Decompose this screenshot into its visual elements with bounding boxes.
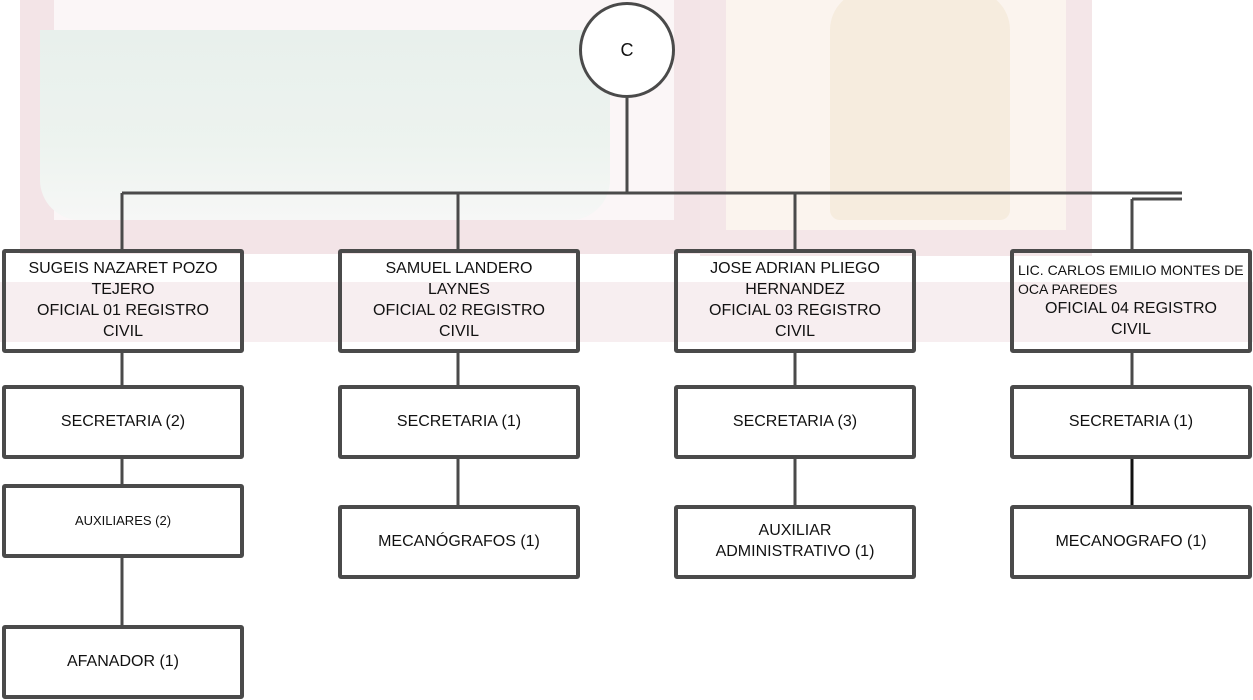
officer-box-4: LIC. CARLOS EMILIO MONTES DE OCA PAREDES… <box>1010 249 1252 353</box>
officer-name: SUGEIS NAZARET POZO TEJERO <box>28 260 218 299</box>
mecanografo-box: MECANOGRAFO (1) <box>1010 505 1252 579</box>
secretaria-label: SECRETARIA (1) <box>1068 412 1194 430</box>
mecanografos-box: MECANÓGRAFOS (1) <box>338 505 580 579</box>
mecanografo-label: MECANOGRAFO (1) <box>1055 532 1207 550</box>
officer-box-1: SUGEIS NAZARET POZO TEJERO OFICIAL 01 RE… <box>2 249 244 353</box>
afanador-box: AFANADOR (1) <box>2 625 244 699</box>
secretaria-box-2: SECRETARIA (1) <box>338 385 580 459</box>
officer-role: OFICIAL 02 REGISTRO CIVIL <box>373 302 545 340</box>
afanador-label: AFANADOR (1) <box>66 652 179 670</box>
officer-role: OFICIAL 04 REGISTRO CIVIL <box>1045 300 1217 338</box>
auxiliares-box: AUXILIARES (2) <box>2 484 244 558</box>
officer-name: JOSE ADRIAN PLIEGO HERNANDEZ <box>710 260 880 299</box>
officer-name: SAMUEL LANDERO LAYNES <box>385 260 533 299</box>
officer-name: LIC. CARLOS EMILIO MONTES DE OCA PAREDES <box>1018 262 1244 298</box>
secretaria-box-1: SECRETARIA (2) <box>2 385 244 459</box>
watermark-waves <box>40 30 610 220</box>
secretaria-box-3: SECRETARIA (3) <box>674 385 916 459</box>
auxiliar-administrativo-label: AUXILIAR ADMINISTRATIVO (1) <box>715 522 875 560</box>
mecanografos-label: MECANÓGRAFOS (1) <box>378 532 540 550</box>
secretaria-box-4: SECRETARIA (1) <box>1010 385 1252 459</box>
watermark-band <box>0 282 1253 342</box>
secretaria-label: SECRETARIA (2) <box>60 412 186 430</box>
officer-box-3: JOSE ADRIAN PLIEGO HERNANDEZ OFICIAL 03 … <box>674 249 916 353</box>
root-label: C <box>620 39 634 60</box>
secretaria-label: SECRETARIA (3) <box>732 412 858 430</box>
auxiliar-administrativo-box: AUXILIAR ADMINISTRATIVO (1) <box>674 505 916 579</box>
watermark-figure <box>830 0 1010 220</box>
root-circle: C <box>579 2 675 98</box>
auxiliares-label: AUXILIARES (2) <box>74 512 172 528</box>
officer-box-2: SAMUEL LANDERO LAYNES OFICIAL 02 REGISTR… <box>338 249 580 353</box>
officer-role: OFICIAL 03 REGISTRO CIVIL <box>709 302 881 340</box>
secretaria-label: SECRETARIA (1) <box>396 412 522 430</box>
officer-role: OFICIAL 01 REGISTRO CIVIL <box>37 302 209 340</box>
